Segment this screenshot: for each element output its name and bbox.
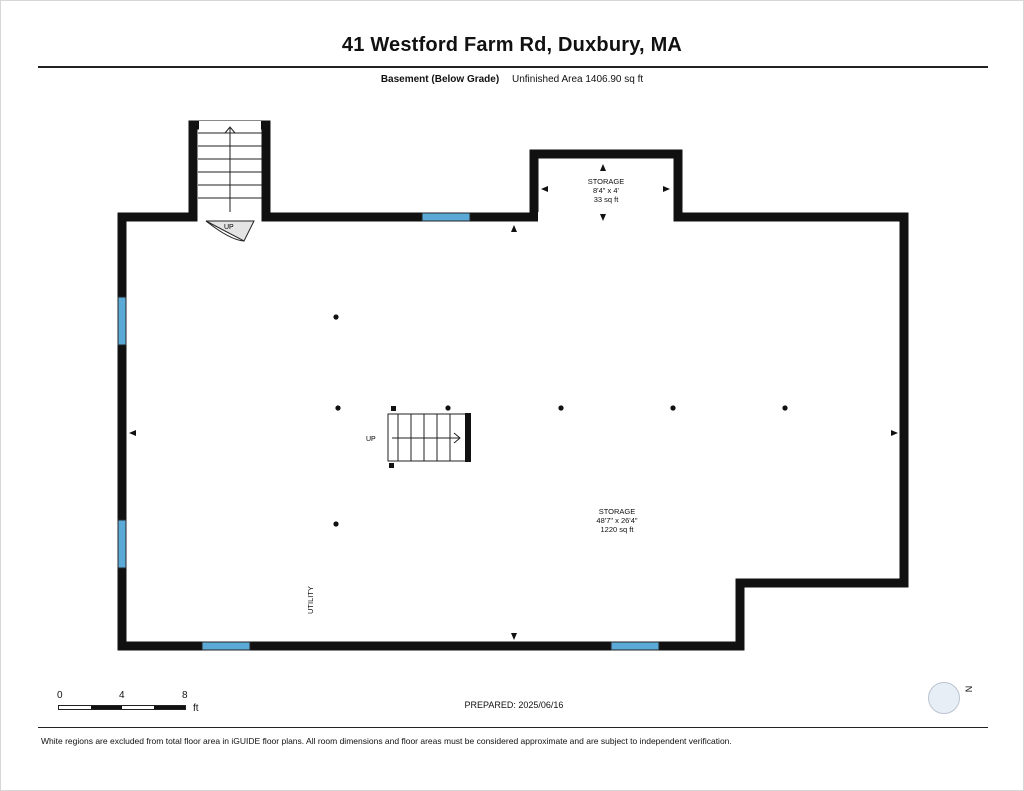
window-bottom-right [610, 641, 660, 651]
room-name-main: STORAGE [599, 507, 636, 516]
room-area-main: 1220 sq ft [601, 525, 635, 534]
scale-tick-4: 4 [119, 690, 125, 701]
floor-summary: Basement (Below Grade) Unfinished Area 1… [0, 74, 1024, 85]
room-dimensions-main: 48'7" x 26'4" [596, 516, 637, 525]
room-dimensions-alcove: 8'4" x 4' [593, 186, 620, 195]
prepared-date: PREPARED: 2025/06/16 [464, 700, 564, 710]
door-up-label: UP [224, 224, 234, 231]
basement-door [205, 220, 255, 242]
scale-tick-0: 0 [57, 690, 63, 701]
footer-disclaimer: White regions are excluded from total fl… [41, 736, 732, 746]
stair-up-label: UP [366, 436, 376, 443]
room-area-alcove: 33 sq ft [594, 195, 620, 204]
property-address: 41 Westford Farm Rd, Duxbury, MA [341, 34, 683, 56]
dimension-markers [129, 164, 898, 640]
scale-unit: ft [193, 703, 199, 714]
scale-bar [58, 705, 186, 710]
compass-north-label: N [963, 685, 974, 693]
support-posts [333, 314, 788, 527]
top-stairwell [198, 121, 262, 213]
window-bottom-left [201, 641, 251, 651]
window-left-upper [117, 296, 127, 346]
area-summary: Unfinished Area 1406.90 sq ft [511, 74, 644, 85]
window-top [421, 212, 471, 222]
level-name: Basement (Below Grade) [380, 74, 500, 85]
room-name-utility: UTILITY [306, 586, 315, 614]
footer-divider [38, 727, 988, 728]
scale-tick-8: 8 [182, 690, 188, 701]
interior-stair [387, 406, 471, 468]
header-divider [38, 66, 988, 68]
window-left-lower [117, 519, 127, 569]
compass-icon [928, 682, 960, 714]
room-name-alcove: STORAGE [588, 177, 625, 186]
